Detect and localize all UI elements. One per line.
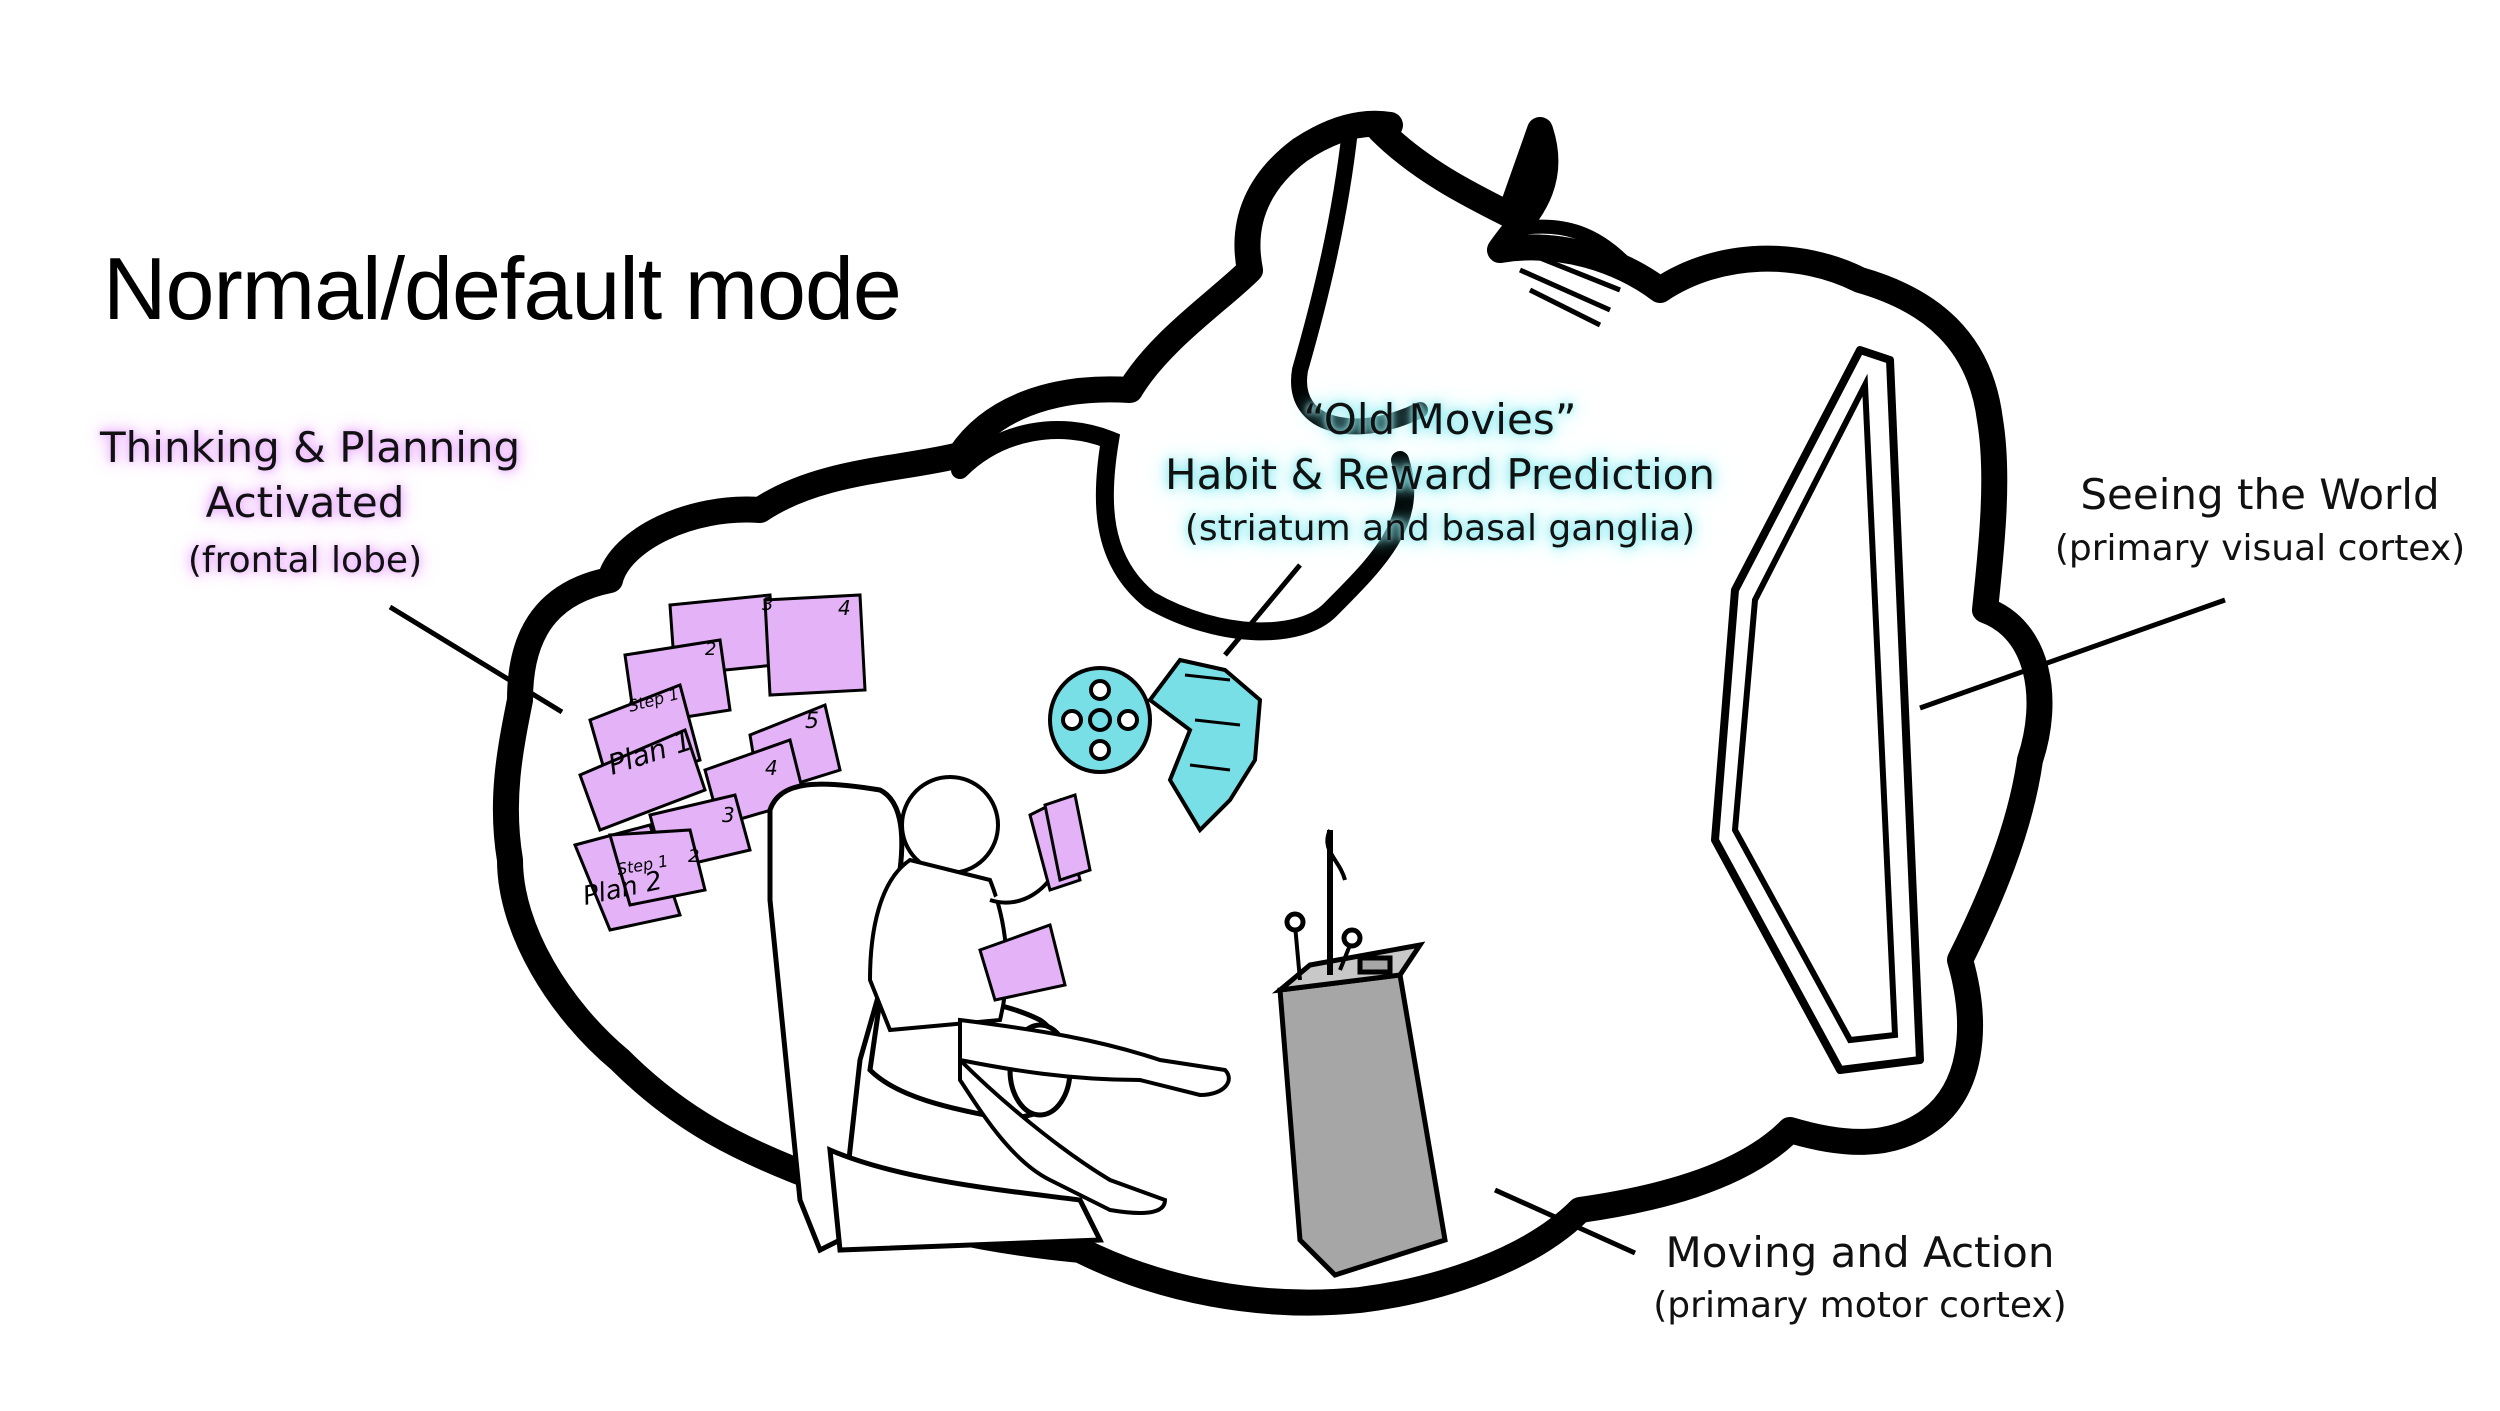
card-num-4b: 4 [765,756,778,780]
motor-label-line2: (primary motor cortex) [1640,1285,2080,1326]
card-num-2b: 2 [688,846,699,867]
card-num-3a: 3 [762,594,773,615]
frontal-label-line1: Thinking & Planning [100,423,510,472]
card-num-2a: 2 [705,639,716,660]
striatum-label-line2: Habit & Reward Prediction [1130,450,1750,499]
motor-label-line1: Moving and Action [1640,1228,2080,1277]
striatum-label-line1: “Old Movies” [1130,395,1750,444]
page-title: Normal/default mode [103,238,901,340]
visual-label-line2: (primary visual cortex) [2040,528,2480,569]
card-num-4a: 4 [838,596,851,620]
frontal-label-line2: Activated [100,478,510,527]
frontal-label-line3: (frontal lobe) [100,540,510,581]
card-num-5: 5 [805,709,819,734]
card-num-3b: 3 [722,803,735,827]
striatum-label-line3: (striatum and basal ganglia) [1130,508,1750,549]
visual-label-line1: Seeing the World [2040,470,2480,519]
